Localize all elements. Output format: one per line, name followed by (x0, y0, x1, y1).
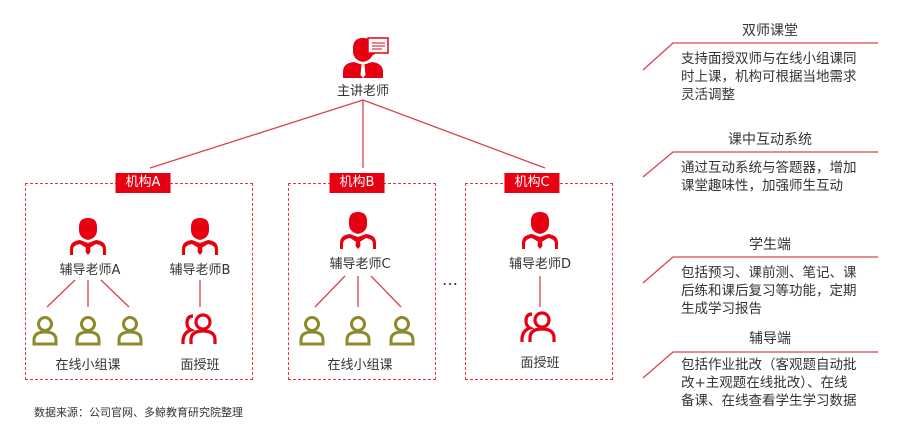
online-group-label-b: 在线小组课 (327, 358, 393, 373)
feature-desc-3: 包括预习、课前测、笔记、课后练和课后复习等功能，定期生成学习报告 (681, 265, 857, 317)
offline-class-label-c: 面授班 (520, 356, 560, 371)
institution-a-box (25, 183, 253, 380)
tutor-b-icon (182, 218, 218, 255)
source-note: 数据来源：公司官网、多鲸教育研究院整理 (34, 406, 243, 419)
student-icon (75, 316, 101, 346)
offline-class-icon (520, 311, 556, 342)
offline-class-label-a: 面授班 (180, 358, 220, 373)
feature-desc-1: 支持面授双师与在线小组课同时上课，机构可根据当地需求灵活调整 (681, 51, 857, 103)
online-group-label-a: 在线小组课 (55, 358, 121, 373)
institution-b-tag: 机构B (329, 173, 385, 193)
feature-title-1: 双师课堂 (742, 23, 798, 39)
student-icon (345, 316, 371, 346)
feature-title-3: 学生端 (749, 237, 791, 253)
feature-desc-4: 包括作业批改（客观题自动批改+主观题在线批改）、在线备课、在线查看学生学习数据 (681, 357, 857, 409)
tutor-a-icon (70, 218, 106, 255)
institution-c-box (465, 183, 613, 380)
student-icon (299, 316, 325, 346)
tutor-d-label: 辅导老师D (508, 257, 572, 272)
feature-title-2: 课中互动系统 (728, 132, 812, 148)
feature-desc-2: 通过互动系统与答题器，增加课堂趣味性，加强师生互动 (681, 160, 857, 194)
offline-class-icon (181, 313, 217, 344)
tutor-b-label: 辅导老师B (169, 263, 231, 278)
tutor-c-label: 辅导老师C (329, 257, 391, 272)
student-icon (117, 316, 143, 346)
institution-b-box (288, 183, 436, 380)
main-teacher-label: 主讲老师 (336, 84, 390, 99)
tutor-d-icon (522, 212, 558, 249)
main-teacher-icon (343, 37, 389, 78)
tutor-a-label: 辅导老师A (59, 263, 121, 278)
institution-c-tag: 机构C (504, 173, 560, 193)
tutor-c-icon (340, 212, 376, 249)
student-icon (32, 316, 58, 346)
feature-title-4: 辅导端 (749, 331, 791, 347)
student-icon (389, 316, 415, 346)
more-institutions-ellipsis: … (442, 270, 458, 289)
institution-a-tag: 机构A (115, 173, 171, 193)
